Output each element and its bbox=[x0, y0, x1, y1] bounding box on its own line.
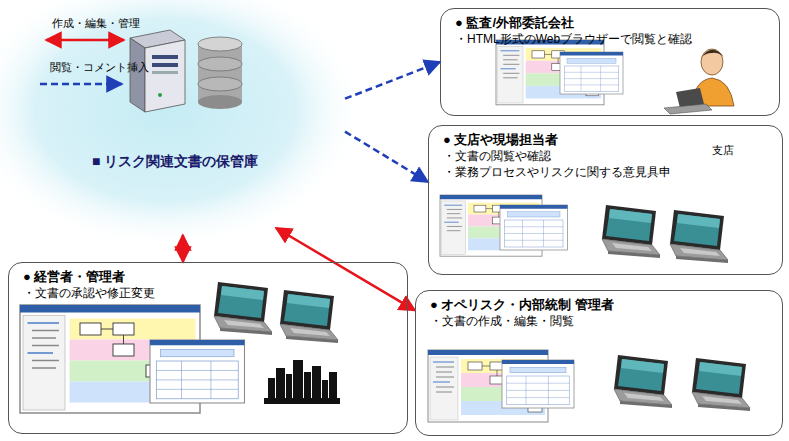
laptop-icon bbox=[692, 358, 750, 411]
repository-title: ■ リスク関連文書の保管庫 bbox=[92, 153, 258, 171]
box-bullet: ・文書の作成・編集・閲覧 bbox=[430, 313, 768, 329]
laptop-icon bbox=[280, 290, 338, 343]
role-box: ● 監査/外部委託会社・HTML形式のWebブラウザーで閲覧と確認 bbox=[440, 8, 780, 116]
box-title: ● 経営者・管理者 bbox=[23, 268, 393, 285]
location-label: 支店 bbox=[712, 143, 734, 158]
laptop-icon bbox=[614, 355, 672, 408]
edit-arrow bbox=[46, 39, 124, 42]
view-connector bbox=[345, 132, 428, 182]
laptop-icon bbox=[670, 210, 728, 263]
box-bullet: ・業務プロセスやリスクに関する意見具申 bbox=[443, 164, 768, 180]
screen-mockup bbox=[560, 52, 623, 94]
laptop-icon bbox=[214, 282, 272, 335]
view-connector bbox=[345, 62, 440, 99]
screen-mockup bbox=[502, 360, 574, 408]
screen-mockup bbox=[150, 340, 245, 403]
box-bullet: ・文書の承認や修正変更 bbox=[23, 285, 393, 301]
role-box: ● 経営者・管理者・文書の承認や修正変更 bbox=[8, 262, 408, 434]
repository-region: ■ リスク関連文書の保管庫 bbox=[0, 0, 345, 235]
box-title: ● オペリスク・内部統制 管理者 bbox=[430, 296, 768, 313]
laptop-icon bbox=[602, 205, 660, 258]
box-title: ● 監査/外部委託会社 bbox=[455, 14, 765, 31]
edit-connector bbox=[182, 235, 185, 262]
arrow-label: 閲覧・コメント挿入 bbox=[50, 60, 149, 75]
role-box: ● オペリスク・内部統制 管理者・文書の作成・編集・閲覧 bbox=[415, 290, 783, 436]
database-icon bbox=[198, 37, 242, 109]
arrow-label: 作成・編集・管理 bbox=[52, 16, 140, 31]
edit-connector bbox=[276, 228, 415, 310]
city-icon bbox=[264, 360, 340, 404]
view-arrow bbox=[40, 83, 122, 86]
screen-mockup bbox=[500, 205, 568, 250]
box-bullet: ・HTML形式のWebブラウザーで閲覧と確認 bbox=[455, 31, 765, 47]
person-icon bbox=[664, 49, 734, 114]
